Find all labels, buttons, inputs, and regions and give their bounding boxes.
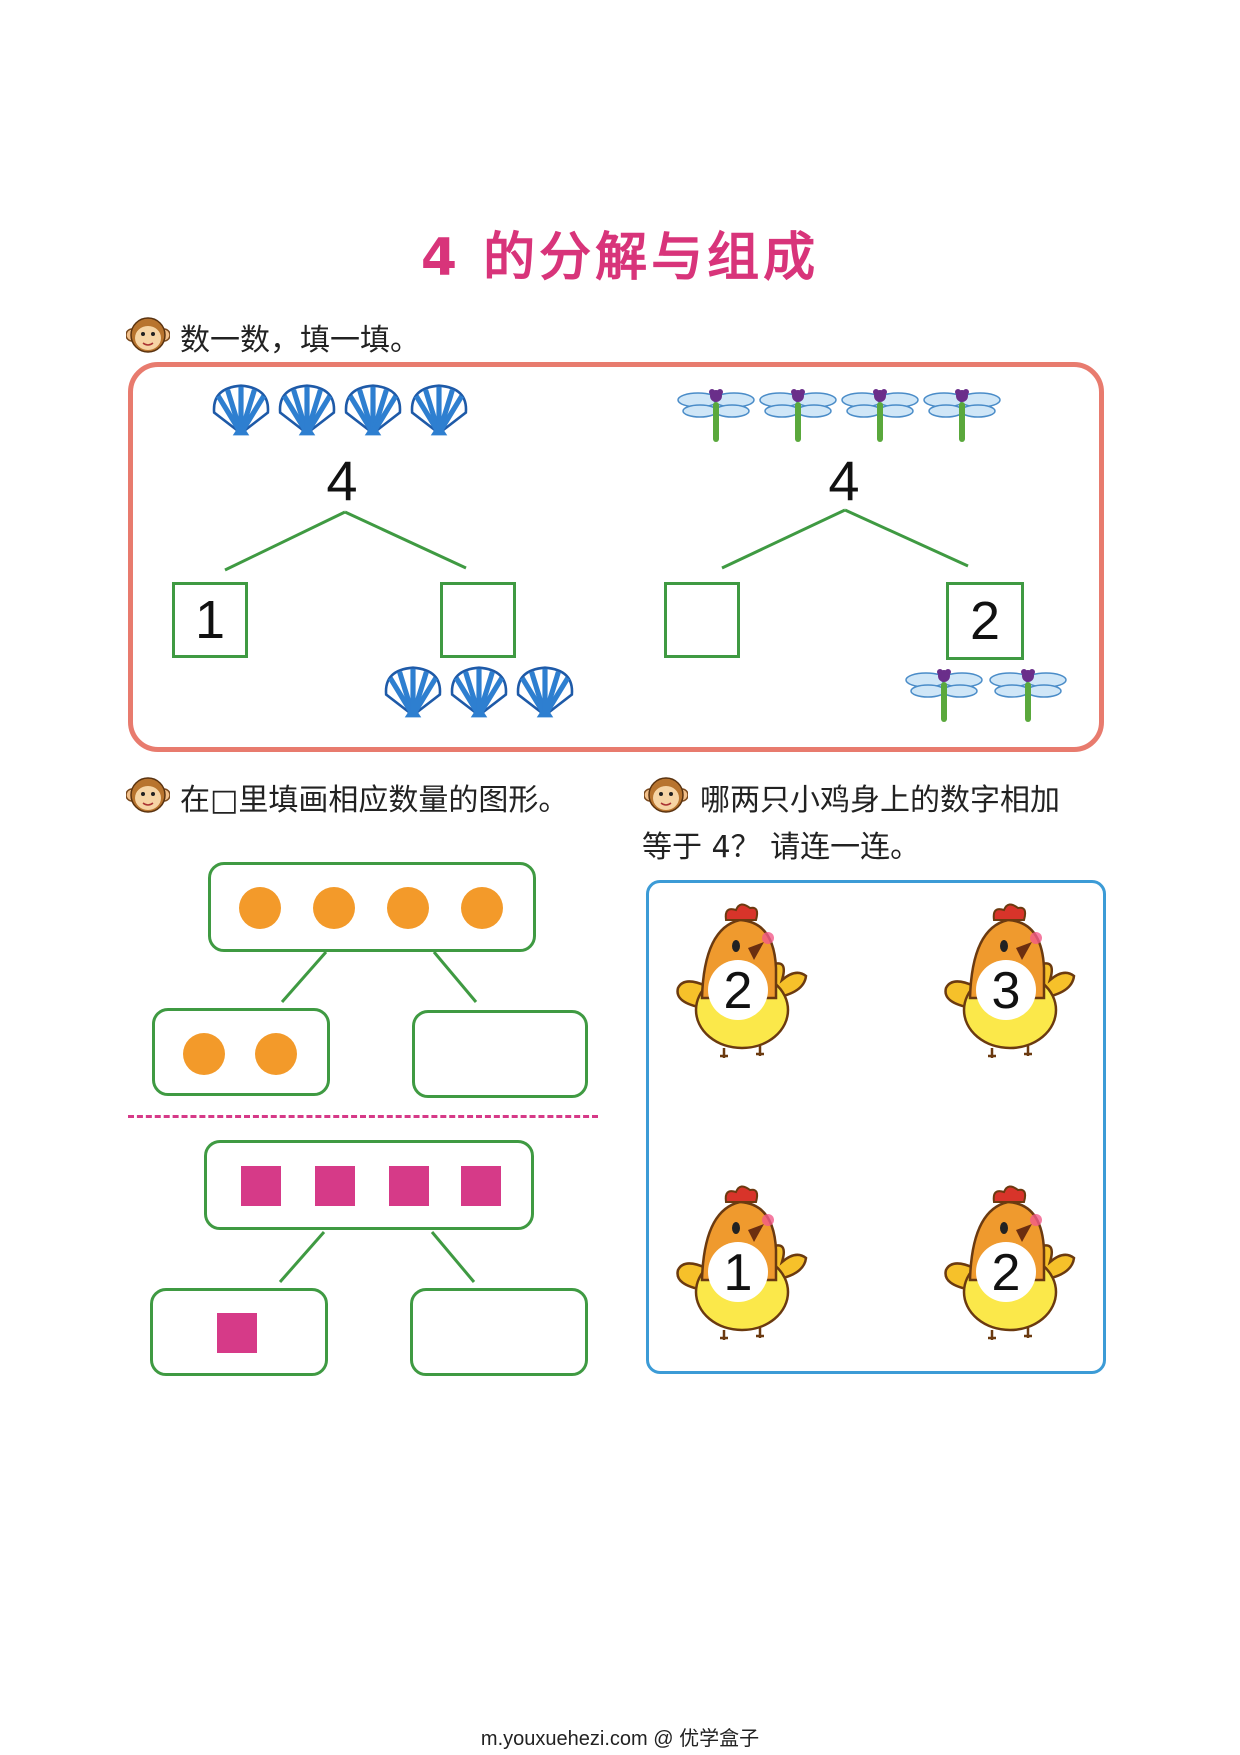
pink-square — [315, 1166, 355, 1206]
dragonfly-icon — [922, 384, 1002, 444]
orange-circle — [255, 1033, 297, 1075]
orange-circle — [239, 887, 281, 929]
answer-box-left-2[interactable] — [440, 582, 516, 658]
tree-connectors-squares — [278, 1231, 476, 1283]
monkey-face-icon — [126, 315, 170, 355]
dragonfly-icon — [904, 664, 984, 724]
footer-watermark: m.youxuehezi.com @ 优学盒子 — [480, 1728, 760, 1750]
chicken-number: 2 — [992, 1244, 1021, 1302]
page-title: 4 的分解与组成 — [420, 228, 820, 288]
shell-icon — [342, 380, 404, 440]
monkey-face-icon — [126, 775, 170, 815]
orange-circle — [387, 887, 429, 929]
shell-icon — [276, 380, 338, 440]
pink-square — [217, 1313, 257, 1353]
count-fill-frame — [128, 362, 1104, 752]
chicken-card-3[interactable]: 1 — [664, 1180, 814, 1340]
tree-branches-left — [224, 510, 467, 572]
part-squares-box — [150, 1288, 328, 1376]
chicken-card-4[interactable]: 2 — [932, 1180, 1082, 1340]
shell-group-top — [210, 380, 470, 452]
chicken-icon: 2 — [932, 1180, 1082, 1340]
tree-branches-right — [721, 508, 969, 570]
answer-box-left-1[interactable]: 1 — [172, 582, 248, 658]
monkey-face-icon — [644, 775, 688, 815]
dragonfly-group-top — [676, 384, 1006, 450]
total-squares-box — [204, 1140, 534, 1230]
shell-icon — [210, 380, 272, 440]
instruction-count-fill: 数一数，填一填。 — [180, 323, 420, 358]
orange-circle — [313, 887, 355, 929]
draw-answer-box-circles[interactable] — [412, 1010, 588, 1098]
shell-icon — [448, 662, 510, 722]
draw-answer-box-squares[interactable] — [410, 1288, 588, 1376]
total-number-right: 4 — [828, 449, 860, 512]
chicken-number: 3 — [992, 962, 1021, 1020]
dragonfly-icon — [676, 384, 756, 444]
shell-icon — [382, 662, 444, 722]
dragonfly-group-bottom — [904, 664, 1070, 726]
answer-box-right-2: 2 — [946, 582, 1024, 660]
shell-icon — [408, 380, 470, 440]
chicken-number: 2 — [724, 962, 753, 1020]
total-circles-box — [208, 862, 536, 952]
chicken-card-1[interactable]: 2 — [664, 898, 814, 1058]
dragonfly-icon — [988, 664, 1068, 724]
pink-square — [461, 1166, 501, 1206]
shell-group-bottom — [382, 662, 578, 726]
dragonfly-icon — [758, 384, 838, 444]
part-circles-box — [152, 1008, 330, 1096]
chicken-number: 1 — [724, 1244, 753, 1302]
tree-connectors-circles — [280, 951, 478, 1003]
pink-square — [389, 1166, 429, 1206]
chicken-icon: 1 — [664, 1180, 814, 1340]
total-number-left: 4 — [326, 449, 358, 512]
instruction-draw-shapes: 在□里填画相应数量的图形。 — [180, 783, 569, 818]
chicken-card-2[interactable]: 3 — [932, 898, 1082, 1058]
instruction-chickens-line1: 哪两只小鸡身上的数字相加 — [700, 783, 1060, 818]
orange-circle — [461, 887, 503, 929]
dragonfly-icon — [840, 384, 920, 444]
orange-circle — [183, 1033, 225, 1075]
instruction-chickens-line2: 等于 4？ 请连一连。 — [642, 830, 921, 865]
chicken-icon: 2 — [664, 898, 814, 1058]
answer-box-right-1[interactable] — [664, 582, 740, 658]
pink-square — [241, 1166, 281, 1206]
dashed-divider — [128, 1115, 598, 1118]
chicken-icon: 3 — [932, 898, 1082, 1058]
chicken-frame — [646, 880, 1106, 1374]
shell-icon — [514, 662, 576, 722]
